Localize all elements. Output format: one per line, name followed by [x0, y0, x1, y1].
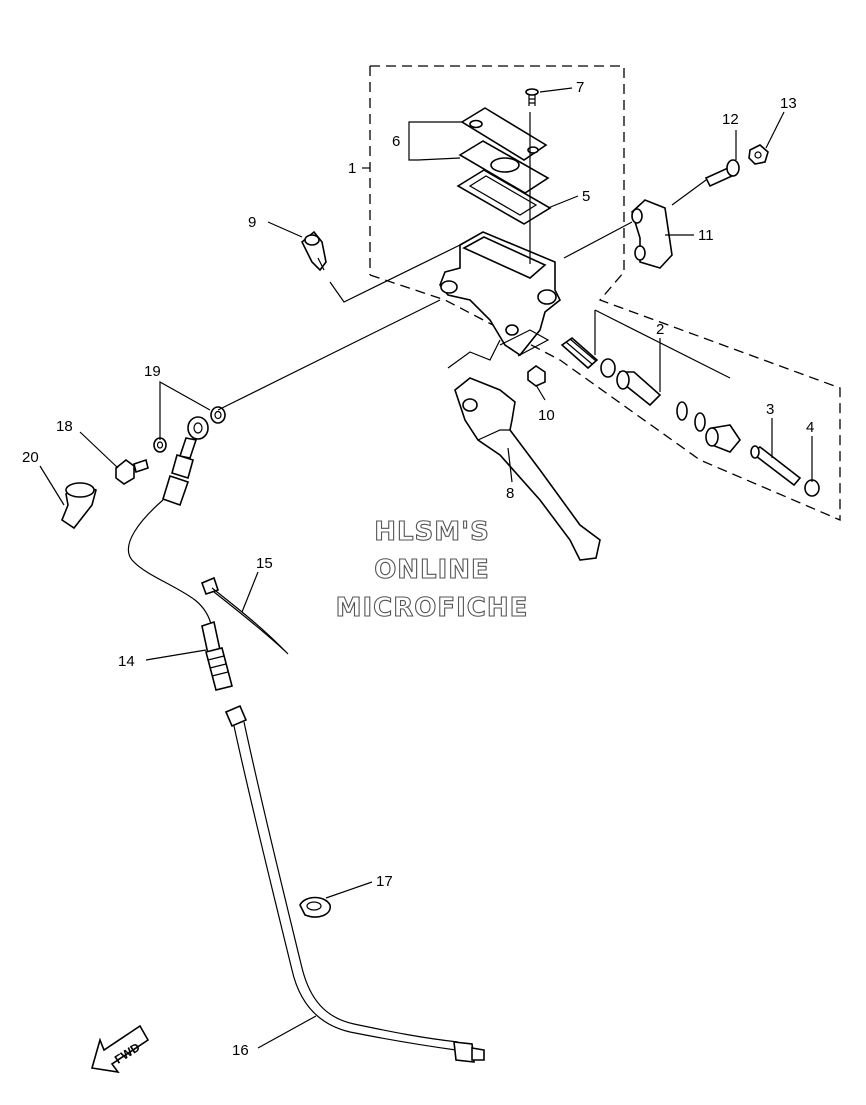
callout-3: 3 — [766, 401, 774, 418]
callout-20: 20 — [22, 449, 39, 466]
callout-15: 15 — [256, 555, 273, 572]
pipe-clamp-part[interactable] — [299, 896, 331, 918]
watermark: HLSM'S ONLINE MICROFICHE — [335, 516, 529, 623]
callout-14: 14 — [118, 653, 135, 670]
push-rod-part[interactable] — [750, 445, 802, 487]
callout-9: 9 — [248, 214, 256, 231]
callout-5: 5 — [582, 188, 590, 205]
diaphragm-part[interactable] — [456, 169, 552, 225]
callout-11: 11 — [698, 227, 714, 244]
callout-16: 16 — [232, 1042, 249, 1059]
bleeder-screw-part[interactable] — [115, 458, 149, 485]
callout-1: 1 — [348, 160, 356, 177]
watermark-line-3: MICROFICHE — [336, 593, 529, 623]
callout-4: 4 — [806, 419, 814, 436]
hose-banjo-fitting-part[interactable] — [162, 416, 209, 507]
cap-screw-part[interactable] — [525, 88, 539, 106]
boot-part[interactable] — [804, 479, 820, 497]
clutch-pipe-part[interactable] — [224, 704, 485, 1063]
hose-joint-part[interactable] — [205, 647, 233, 691]
watermark-line-1: HLSM'S — [374, 517, 490, 547]
piston-kit-part[interactable] — [560, 336, 741, 453]
callout-2: 2 — [656, 321, 664, 338]
callout-10: 10 — [538, 407, 555, 424]
clutch-hose-part[interactable] — [127, 499, 221, 656]
leader-lines — [39, 87, 813, 1049]
holder-part[interactable] — [631, 199, 673, 269]
callout-17: 17 — [376, 873, 393, 890]
callout-labels: 1 2 3 4 5 6 7 8 9 10 11 12 13 14 15 16 1… — [22, 79, 814, 1059]
callout-18: 18 — [56, 418, 73, 435]
callout-7: 7 — [576, 79, 584, 96]
callout-6: 6 — [392, 133, 400, 150]
callout-13: 13 — [780, 95, 797, 112]
lever-nut-part[interactable] — [527, 365, 546, 387]
bleeder-cap-part[interactable] — [61, 482, 97, 530]
banjo-bolt-part[interactable] — [301, 230, 327, 272]
callout-12: 12 — [722, 111, 739, 128]
holder-nut-part[interactable] — [748, 144, 769, 165]
clutch-lever-part[interactable] — [454, 377, 601, 561]
holder-bolt-part[interactable] — [704, 159, 740, 188]
assembly-boundary — [369, 65, 841, 521]
master-cylinder-body-part[interactable] — [439, 231, 562, 357]
fwd-arrow-icon: FWD — [90, 1024, 150, 1074]
callout-19: 19 — [144, 363, 161, 380]
watermark-line-2: ONLINE — [374, 555, 490, 585]
cable-tie-part[interactable] — [200, 576, 289, 655]
callout-8: 8 — [506, 485, 514, 502]
